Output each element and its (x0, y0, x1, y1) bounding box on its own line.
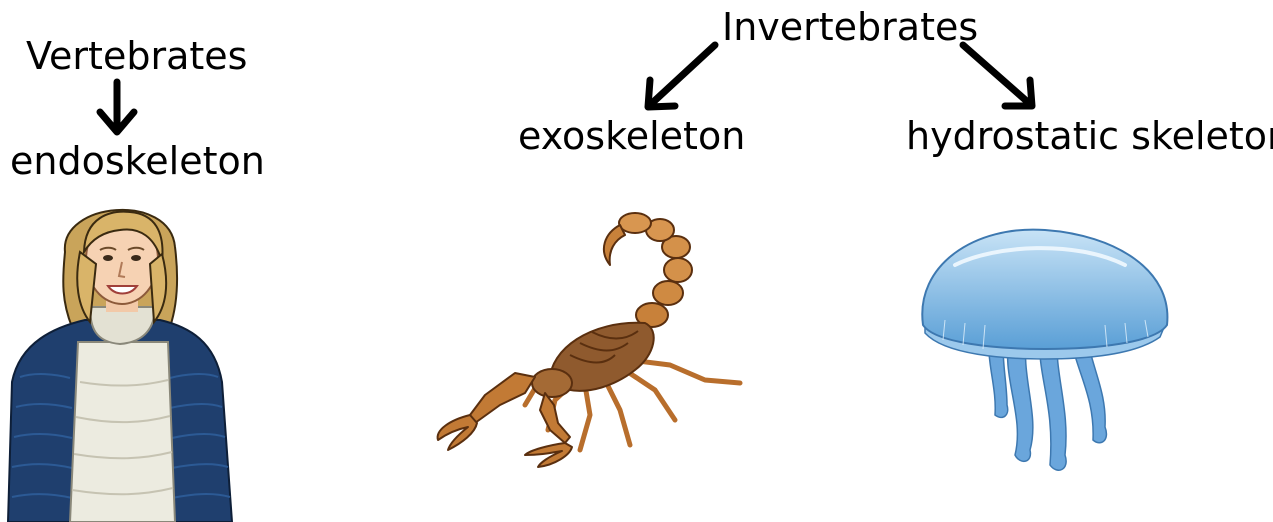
arrow-right-down-icon (963, 45, 1032, 106)
jellyfish-illustration-icon (915, 225, 1175, 480)
arrow-down-icon (100, 82, 134, 132)
scorpion-illustration-icon (430, 205, 755, 470)
arrow-left-down-icon (648, 45, 715, 107)
woman-illustration-icon (0, 192, 245, 522)
